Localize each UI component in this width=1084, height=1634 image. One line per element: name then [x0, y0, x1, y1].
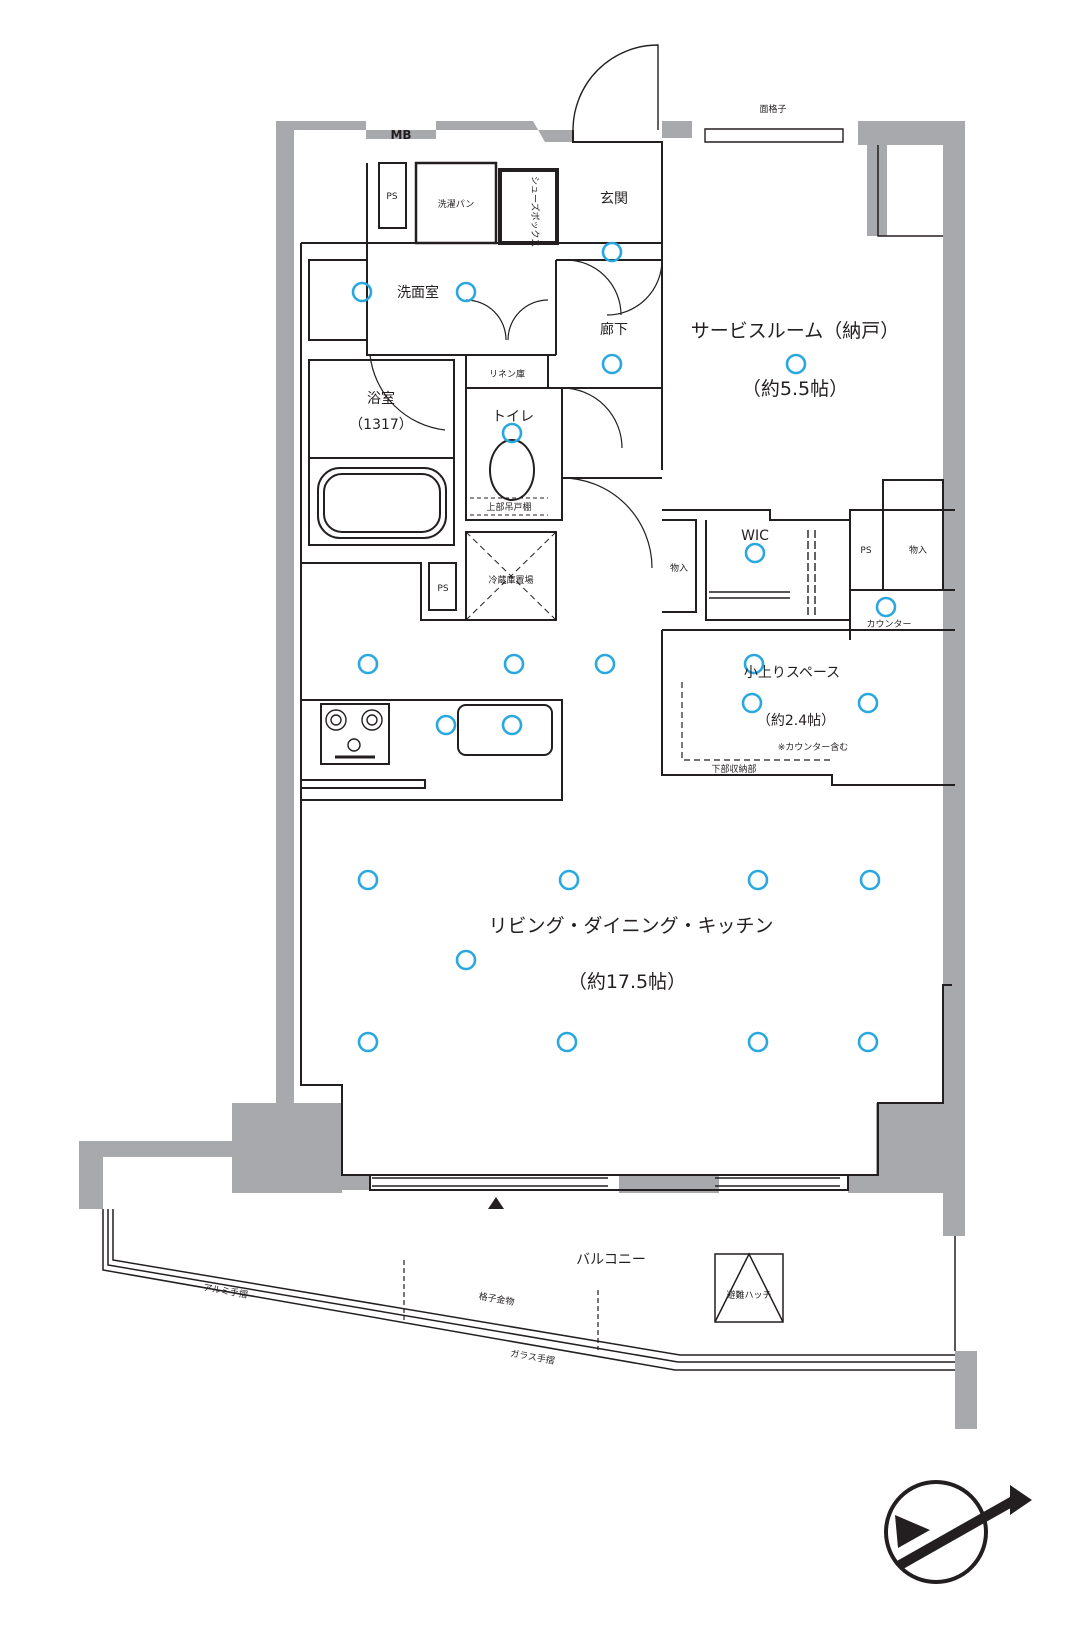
label-yokushitsu-size: （1317）	[349, 417, 413, 433]
label-men-goshi: 面格子	[759, 103, 786, 115]
label-hinan-hatch: 避難ハッチ	[726, 1289, 771, 1301]
ceiling-light-icon	[357, 869, 379, 891]
ceiling-light-icon	[785, 353, 807, 375]
ceiling-light-icon	[743, 653, 765, 675]
label-koagari-note: ※カウンター含む	[778, 741, 849, 753]
walls	[79, 121, 977, 1429]
label-koagari-size: （約2.4帖）	[757, 713, 835, 729]
label-mb: MB	[390, 128, 411, 142]
label-linen: リネン庫	[489, 368, 525, 380]
ceiling-light-icon	[501, 422, 523, 444]
label-genkan: 玄関	[600, 190, 628, 207]
entrance-marker-icon	[488, 1197, 504, 1209]
label-roka: 廊下	[600, 321, 628, 338]
ceiling-light-icon	[747, 1031, 769, 1053]
ceiling-light-icon	[556, 1031, 578, 1053]
label-ldk: リビング・ダイニング・キッチン	[488, 915, 773, 937]
ceiling-light-icon	[435, 714, 457, 736]
label-ps-mid: PS	[860, 546, 871, 556]
ceiling-light-icon	[455, 281, 477, 303]
label-glass-rail: ガラス手摺	[509, 1347, 555, 1367]
ceiling-light-icon	[501, 714, 523, 736]
label-ps-kitchen: PS	[437, 584, 448, 594]
ceiling-light-icon	[601, 241, 623, 263]
stove-icon	[325, 709, 383, 759]
ceiling-light-icon	[859, 869, 881, 891]
label-monoire-2: 物入	[909, 544, 927, 556]
label-balcony: バルコニー	[576, 1252, 646, 1268]
label-counter: カウンター	[866, 619, 911, 630]
ceiling-light-icon	[357, 1031, 379, 1053]
ceiling-light-icon	[741, 692, 763, 714]
ceiling-light-icon	[503, 653, 525, 675]
north-arrow-icon	[884, 1480, 1032, 1584]
label-senmenjo: 洗面室	[397, 284, 439, 301]
label-shoes-box: シューズボックス	[529, 176, 541, 247]
interior-walls	[102, 44, 956, 1371]
room-labels: MB PS 洗濯パン シューズボックス 玄関 面格子 洗面室 廊下 サービスルー…	[202, 103, 927, 1367]
label-service-room: サービスルーム（納戸）	[691, 320, 899, 342]
ceiling-light-icon	[455, 949, 477, 971]
ceiling-light-icon	[558, 869, 580, 891]
label-sentaku-pan: 洗濯パン	[438, 198, 474, 210]
label-koagari: 小上りスペース	[744, 665, 840, 681]
label-ldk-size: （約17.5帖）	[568, 971, 686, 993]
label-shita-shuno: 下部収納部	[711, 763, 756, 775]
label-koshi-kanamono: 格子金物	[478, 1290, 516, 1308]
ceiling-light-icon	[857, 1031, 879, 1053]
label-ps-top: PS	[386, 192, 397, 202]
label-toilet: トイレ	[492, 409, 534, 425]
label-toilet-cabinet: 上部吊戸棚	[486, 501, 531, 513]
ceiling-light-icon	[594, 653, 616, 675]
ceiling-light-icon	[601, 353, 623, 375]
ceiling-light-icon	[357, 653, 379, 675]
ceiling-light-icon	[744, 542, 766, 564]
label-wic: WIC	[741, 528, 769, 544]
ceiling-light-icon	[747, 869, 769, 891]
label-service-room-size: （約5.5帖）	[742, 378, 848, 400]
ceiling-light-icon	[875, 596, 897, 618]
ceiling-light-icon	[857, 692, 879, 714]
label-yokushitsu: 浴室	[367, 390, 395, 407]
label-reizoko: 冷蔵庫置場	[488, 574, 533, 586]
label-monoire-1: 物入	[670, 562, 688, 574]
label-aluminum-rail: アルミ手摺	[202, 1281, 248, 1301]
ceiling-light-icon	[351, 281, 373, 303]
ceiling-lights	[351, 241, 897, 1053]
